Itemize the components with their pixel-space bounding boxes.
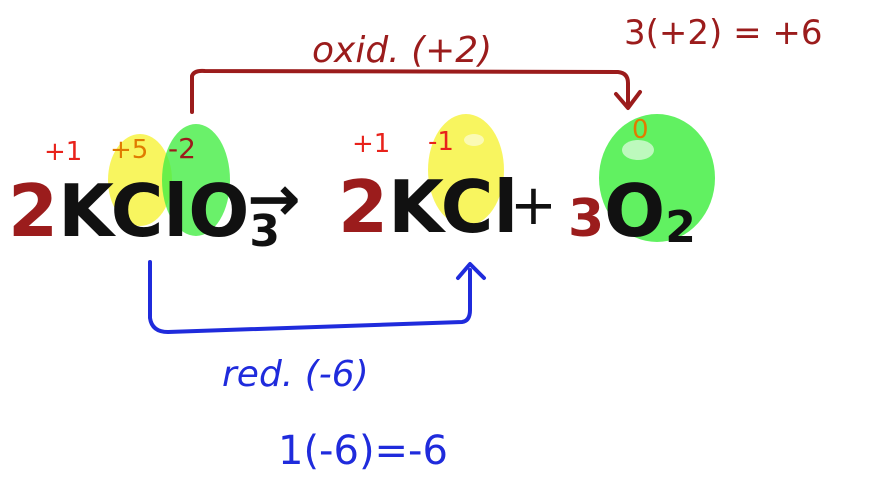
oxidation-bracket bbox=[190, 68, 630, 114]
oxidation-calc: 3(+2) = +6 bbox=[624, 13, 823, 53]
svg-text:O2: O2 bbox=[604, 169, 696, 253]
oxidation-label: oxid. (+2) bbox=[312, 30, 492, 71]
reactant-k: K bbox=[58, 169, 116, 253]
cl-highlight-product bbox=[428, 114, 504, 226]
oxidation-arrowhead bbox=[614, 90, 642, 110]
product2-o: O bbox=[604, 169, 665, 253]
ox-number-cl-product: -1 bbox=[428, 127, 454, 157]
product1-coefficient: 2 bbox=[338, 165, 388, 249]
product2-subscript: 2 bbox=[665, 202, 696, 253]
o-highlight-product-gloss bbox=[622, 140, 654, 160]
ox-number-k-product: +1 bbox=[352, 129, 390, 159]
svg-text:2KClO3: 2KClO3 bbox=[8, 169, 280, 257]
reaction-arrow: → bbox=[248, 162, 300, 235]
reduction-arrowhead bbox=[456, 262, 486, 280]
ox-number-o-product: 0 bbox=[632, 115, 649, 145]
o-highlight-reactant bbox=[162, 124, 230, 236]
reduction-label: red. (-6) bbox=[222, 354, 369, 395]
ox-number-o-reactant: -2 bbox=[168, 132, 196, 165]
reactant-o: O bbox=[188, 169, 249, 253]
product1-cl: Cl bbox=[441, 165, 519, 249]
reactant-coefficient: 2 bbox=[8, 169, 58, 253]
product2-coefficient: 3 bbox=[568, 189, 604, 249]
cl-highlight-gloss bbox=[464, 134, 484, 146]
cl-highlight-reactant bbox=[108, 134, 172, 226]
ox-number-k-reactant: +1 bbox=[44, 137, 82, 167]
ox-number-cl-reactant: +5 bbox=[110, 135, 148, 165]
reduction-calc: 1(-6)=-6 bbox=[278, 428, 448, 474]
plus-sign: + bbox=[510, 173, 557, 238]
reduction-bracket bbox=[148, 260, 472, 334]
reactant-o-subscript: 3 bbox=[249, 206, 280, 257]
svg-text:2KCl: 2KCl bbox=[338, 165, 518, 249]
reactant-cl: Cl bbox=[111, 169, 189, 253]
product1-k: K bbox=[388, 165, 446, 249]
